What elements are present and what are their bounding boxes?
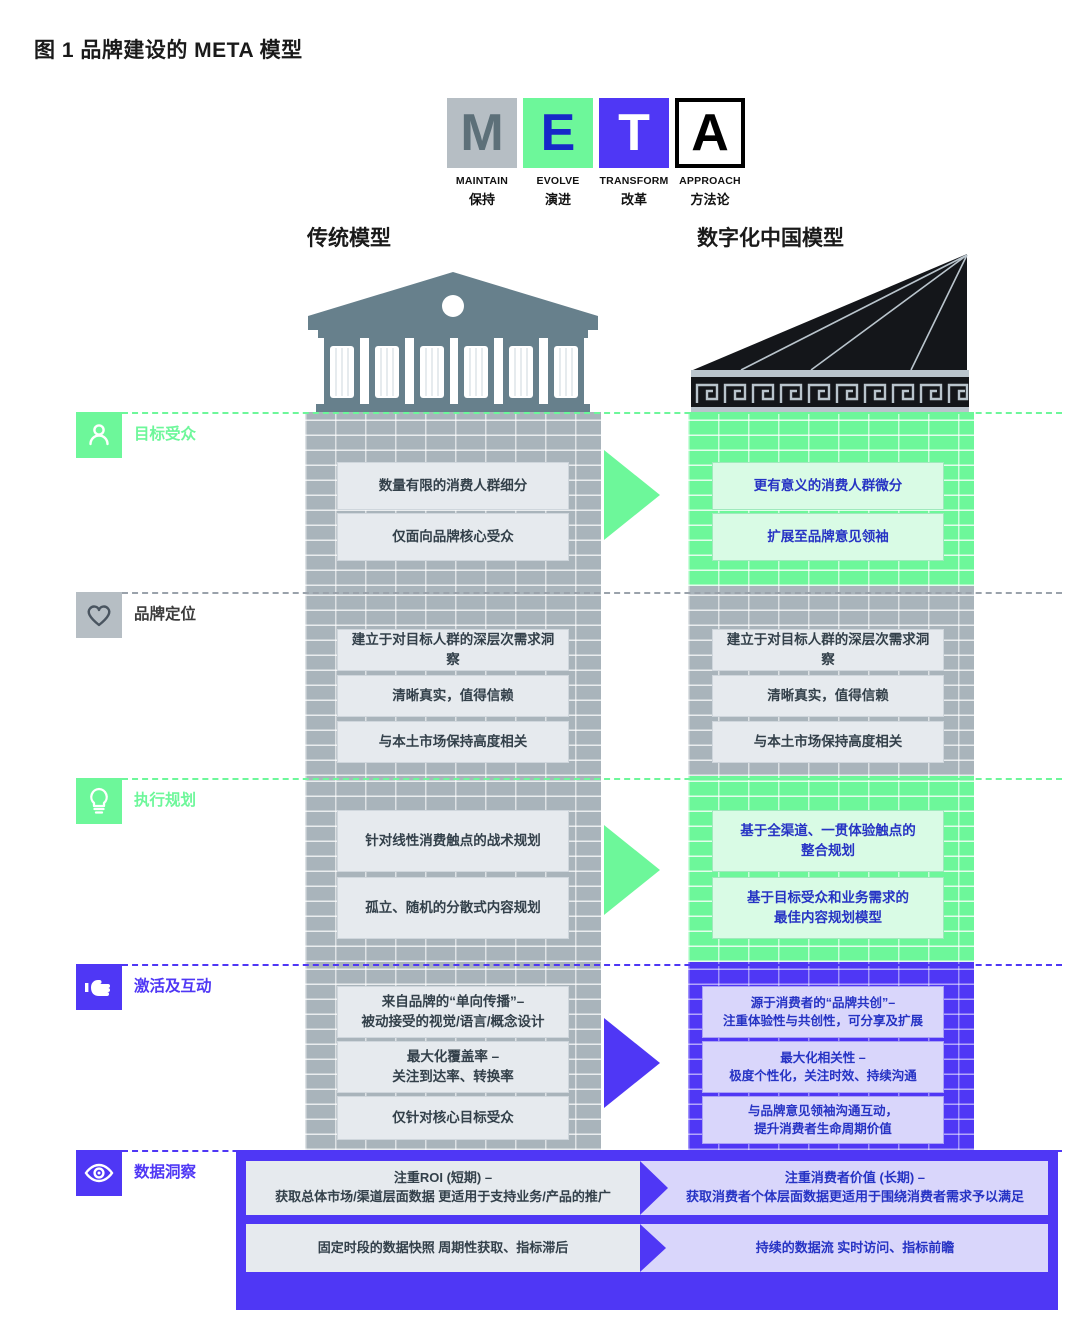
meta-cell-m: M MAINTAIN 保持 — [447, 98, 517, 208]
card-left-data-insight-0[interactable]: 注重ROI (短期) – 获取总体市场/渠道层面数据 更适用于支持业务/产品的推… — [246, 1161, 640, 1215]
row-label-brand-positioning: 品牌定位 — [134, 606, 197, 623]
meta-english-m: MAINTAIN — [455, 175, 509, 187]
card-left-activation-1[interactable]: 最大化覆盖率 – 关注到达率、转换率 — [337, 1041, 569, 1093]
card-right-brand-positioning-0[interactable]: 建立于对目标人群的深层次需求洞察 — [712, 629, 944, 671]
card-left-brand-positioning-1[interactable]: 清晰真实，值得信赖 — [337, 675, 569, 717]
meta-chinese-a: 方法论 — [690, 192, 730, 207]
pointing-hand-icon — [76, 964, 122, 1010]
meta-letter-m: M — [447, 98, 517, 168]
row-label-execution-planning: 执行规划 — [134, 792, 197, 809]
card-right-execution-planning-1[interactable]: 基于目标受众和业务需求的 最佳内容规划模型 — [712, 877, 944, 939]
meta-chinese-m: 保持 — [468, 192, 495, 207]
chinese-pagoda-illustration — [683, 252, 975, 412]
meta-cell-t: T TRANSFORM 改革 — [599, 98, 669, 208]
arrow-activation-interaction — [604, 1018, 660, 1108]
figure-title: 图 1 品牌建设的 META 模型 — [34, 39, 303, 62]
row-label-activation-interaction: 激活及互动 — [134, 978, 212, 995]
column-heading-digital-china: 数字化中国模型 — [697, 227, 844, 250]
meta-chinese-e: 演进 — [544, 192, 571, 207]
meta-letter-a: A — [675, 98, 745, 168]
card-left-brand-positioning-2[interactable]: 与本土市场保持高度相关 — [337, 721, 569, 763]
card-left-activation-0[interactable]: 来自品牌的“单向传播”– 被动接受的视觉/语言/概念设计 — [337, 986, 569, 1038]
greek-temple-illustration — [300, 268, 606, 418]
card-left-execution-planning-1[interactable]: 孤立、随机的分散式内容规划 — [337, 877, 569, 939]
card-right-activation-2[interactable]: 与品牌意见领袖沟通互动， 提升消费者生命周期价值 — [702, 1096, 944, 1144]
card-left-brand-positioning-0[interactable]: 建立于对目标人群的深层次需求洞察 — [337, 629, 569, 671]
card-right-activation-1[interactable]: 最大化相关性 – 极度个性化，关注时效、持续沟通 — [702, 1041, 944, 1093]
meta-cell-a: A APPROACH 方法论 — [675, 98, 745, 208]
row-marker-target-audience[interactable]: 目标受众 — [76, 412, 196, 458]
card-left-data-insight-1[interactable]: 固定时段的数据快照 周期性获取、指标滞后 — [246, 1224, 640, 1272]
arrow-notch-data-insight-bottom — [640, 1224, 666, 1272]
heart-icon — [76, 592, 122, 638]
row-label-data-insight: 数据洞察 — [134, 1164, 197, 1181]
arrow-notch-data-insight-top — [640, 1161, 668, 1215]
card-left-execution-planning-0[interactable]: 针对线性消费触点的战术规划 — [337, 810, 569, 872]
divider-brand-positioning — [122, 592, 1062, 594]
card-right-activation-0[interactable]: 源于消费者的“品牌共创”– 注重体验性与共创性，可分享及扩展 — [702, 986, 944, 1038]
row-marker-execution-planning[interactable]: 执行规划 — [76, 778, 196, 824]
arrow-target-audience — [604, 450, 660, 540]
lightbulb-icon — [76, 778, 122, 824]
row-marker-data-insight[interactable]: 数据洞察 — [76, 1150, 196, 1196]
card-left-target-audience-1[interactable]: 仅面向品牌核心受众 — [337, 513, 569, 561]
meta-english-t: TRANSFORM — [599, 175, 669, 187]
eye-icon — [76, 1150, 122, 1196]
card-left-target-audience-0[interactable]: 数量有限的消费人群细分 — [337, 462, 569, 510]
card-right-data-insight-0[interactable]: 注重消费者价值 (长期) – 获取消费者个体层面数据更适用于围绕消费者需求予以满… — [640, 1161, 1048, 1215]
card-left-activation-2[interactable]: 仅针对核心目标受众 — [337, 1096, 569, 1140]
card-right-execution-planning-0[interactable]: 基于全渠道、一贯体验触点的 整合规划 — [712, 810, 944, 872]
meta-cell-e: E EVOLVE 演进 — [523, 98, 593, 208]
meta-letter-e: E — [523, 98, 593, 168]
meta-chinese-t: 改革 — [620, 192, 647, 207]
divider-target-audience — [122, 412, 1062, 414]
person-icon — [76, 412, 122, 458]
meta-english-e: EVOLVE — [536, 175, 580, 187]
arrow-execution-planning — [604, 825, 660, 915]
meta-logo: M MAINTAIN 保持 E EVOLVE 演进 T TRANSFORM 改革… — [447, 98, 745, 208]
card-right-data-insight-1[interactable]: 持续的数据流 实时访问、指标前瞻 — [640, 1224, 1048, 1272]
data-insight-band: 注重ROI (短期) – 获取总体市场/渠道层面数据 更适用于支持业务/产品的推… — [236, 1150, 1058, 1310]
card-right-brand-positioning-2[interactable]: 与本土市场保持高度相关 — [712, 721, 944, 763]
card-right-brand-positioning-1[interactable]: 清晰真实，值得信赖 — [712, 675, 944, 717]
divider-activation-interaction — [122, 964, 1062, 966]
card-right-target-audience-1[interactable]: 扩展至品牌意见领袖 — [712, 513, 944, 561]
row-marker-brand-positioning[interactable]: 品牌定位 — [76, 592, 196, 638]
row-marker-activation-interaction[interactable]: 激活及互动 — [76, 964, 212, 1010]
meta-english-a: APPROACH — [679, 175, 741, 187]
row-label-target-audience: 目标受众 — [134, 426, 197, 443]
meta-letter-t: T — [599, 98, 669, 168]
column-heading-traditional: 传统模型 — [307, 227, 391, 250]
divider-execution-planning — [122, 778, 1062, 780]
card-right-target-audience-0[interactable]: 更有意义的消费人群微分 — [712, 462, 944, 510]
